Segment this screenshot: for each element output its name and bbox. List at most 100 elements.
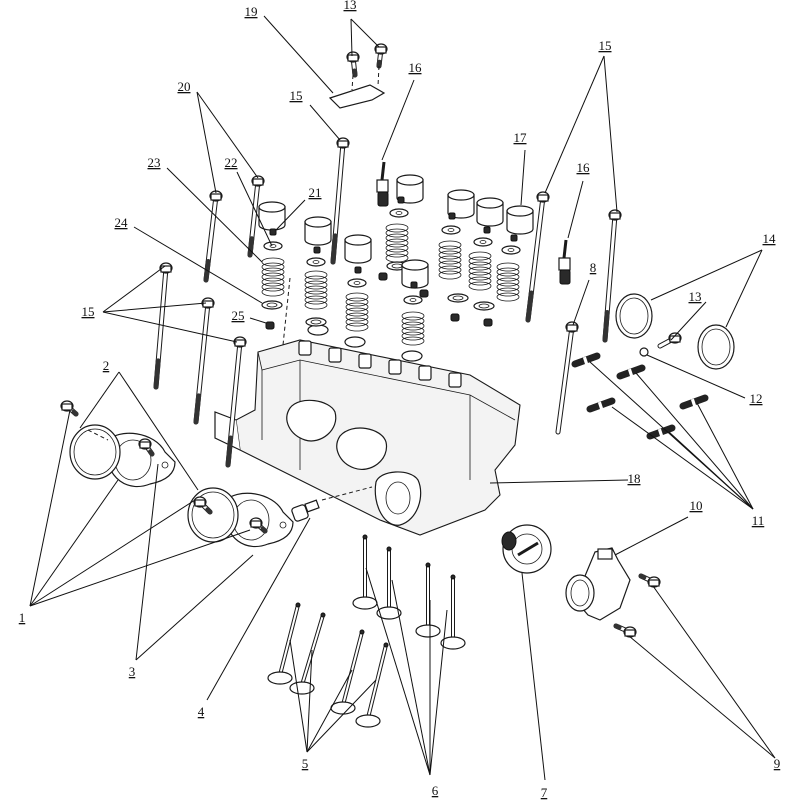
flange-bolt xyxy=(60,400,79,417)
exhaust-gasket-inner xyxy=(619,297,649,335)
spring-coil xyxy=(304,295,328,305)
callout-label-19: 19 xyxy=(245,4,258,19)
valve-spring xyxy=(385,223,409,263)
head-stud-bolt xyxy=(555,321,579,435)
exhaust-valve-head xyxy=(376,606,402,620)
leader-line-6 xyxy=(391,579,431,776)
retainer-hole xyxy=(312,260,320,264)
valve-spring xyxy=(438,240,462,280)
cover-plate xyxy=(328,84,386,109)
spring-coil xyxy=(468,256,492,266)
spring-coil xyxy=(345,297,369,307)
cylinder-head-bolt-flange xyxy=(609,212,621,220)
water-outlet-bolt xyxy=(613,623,637,638)
cam-journal xyxy=(298,340,312,356)
exhaust-valve xyxy=(440,574,466,650)
cylinder-head-bolt-thread xyxy=(193,393,202,425)
retainer-disc xyxy=(501,245,521,255)
callout-label-4: 4 xyxy=(198,704,205,719)
stud-collar xyxy=(657,428,664,437)
flange-bolt-thread xyxy=(260,526,268,534)
stud-collar xyxy=(582,356,589,365)
hose-clamp xyxy=(187,487,239,543)
exhaust-valve-tip xyxy=(386,546,392,552)
leader-line-6 xyxy=(365,567,431,776)
cylinder-head-bolt-thread xyxy=(330,233,338,265)
spring-seat xyxy=(473,301,495,311)
spring-retainer xyxy=(403,295,423,305)
retainer-disc xyxy=(473,237,493,247)
intake-valve-head xyxy=(289,681,315,695)
tappet-body xyxy=(447,194,475,219)
callout-label-7: 7 xyxy=(541,785,548,800)
leader-line-11 xyxy=(611,406,754,510)
valve-spring xyxy=(345,292,369,332)
tappet-body xyxy=(506,210,534,235)
spring-coil xyxy=(261,287,285,297)
valve-cotter xyxy=(510,234,518,242)
leader-line-15 xyxy=(309,104,341,141)
spark-plug xyxy=(558,239,571,285)
stud-collar xyxy=(690,398,697,407)
intake-valve xyxy=(330,629,365,715)
valve-spring xyxy=(261,257,285,297)
thermostat-spring xyxy=(501,531,517,551)
leader-line-11 xyxy=(635,372,754,510)
flange-hole xyxy=(161,461,169,469)
exhaust-stud xyxy=(586,397,616,413)
valve-spring xyxy=(496,262,520,302)
valve-cotter xyxy=(313,246,321,254)
spring-coil xyxy=(385,253,409,263)
exhaust-valve-head xyxy=(415,624,441,638)
leader-line-25 xyxy=(249,317,267,324)
leader-line-14 xyxy=(725,249,763,328)
spring-coil xyxy=(468,266,492,276)
callout-label-22: 22 xyxy=(225,155,238,170)
exhaust-valve-head xyxy=(440,636,466,650)
cylinder-head-bolt xyxy=(153,262,173,390)
cam-journal xyxy=(418,365,432,381)
spring-coil xyxy=(385,238,409,248)
spring-coil xyxy=(261,277,285,287)
flange-bolt-thread xyxy=(205,507,213,515)
leader-line-5 xyxy=(289,639,308,753)
exhaust-stud xyxy=(616,364,646,380)
leader-line-7 xyxy=(521,572,546,781)
water-outlet-bolt-flange xyxy=(624,629,636,637)
spring-retainer xyxy=(306,257,326,267)
leader-line-3 xyxy=(135,554,254,661)
cylinder-head-bolt-thread xyxy=(225,435,234,468)
exhaust-gasket xyxy=(697,324,735,370)
cylinder-head-bolt xyxy=(193,297,215,425)
cam-journal xyxy=(328,347,342,363)
spring-coil xyxy=(496,262,520,272)
clamp-axis xyxy=(87,429,109,441)
leader-line-1 xyxy=(29,499,196,607)
spring-seat-hole xyxy=(478,303,490,309)
water-outlet-bolt xyxy=(638,573,661,588)
callout-label-23: 23 xyxy=(148,155,161,170)
leader-line-14 xyxy=(650,249,763,301)
callout-label-3: 3 xyxy=(129,664,136,679)
tappet-top xyxy=(447,189,475,201)
leader-line-15 xyxy=(102,311,238,343)
retainer-disc xyxy=(403,295,423,305)
callout-label-24: 24 xyxy=(115,215,129,230)
intake-valve-head xyxy=(330,701,356,715)
cam-journal xyxy=(388,359,402,375)
spring-coil xyxy=(401,331,425,341)
callout-label-16: 16 xyxy=(577,160,591,175)
head-bolt-short-thread xyxy=(247,236,255,258)
valve-stem-seal xyxy=(483,318,493,327)
retainer-hole xyxy=(409,298,417,302)
leader-line-6 xyxy=(429,609,448,776)
retainer-disc xyxy=(347,278,367,288)
spring-coil xyxy=(438,255,462,265)
exhaust-valve-tip xyxy=(362,534,368,540)
leader-line-17 xyxy=(520,149,526,206)
valve-stem-seal xyxy=(419,289,429,298)
cylinder-head-bolt-thread xyxy=(525,290,534,323)
cylinder-head-bolt-flange xyxy=(160,265,172,273)
cylinder-head-bolt xyxy=(330,137,350,265)
callout-label-14: 14 xyxy=(763,231,777,246)
